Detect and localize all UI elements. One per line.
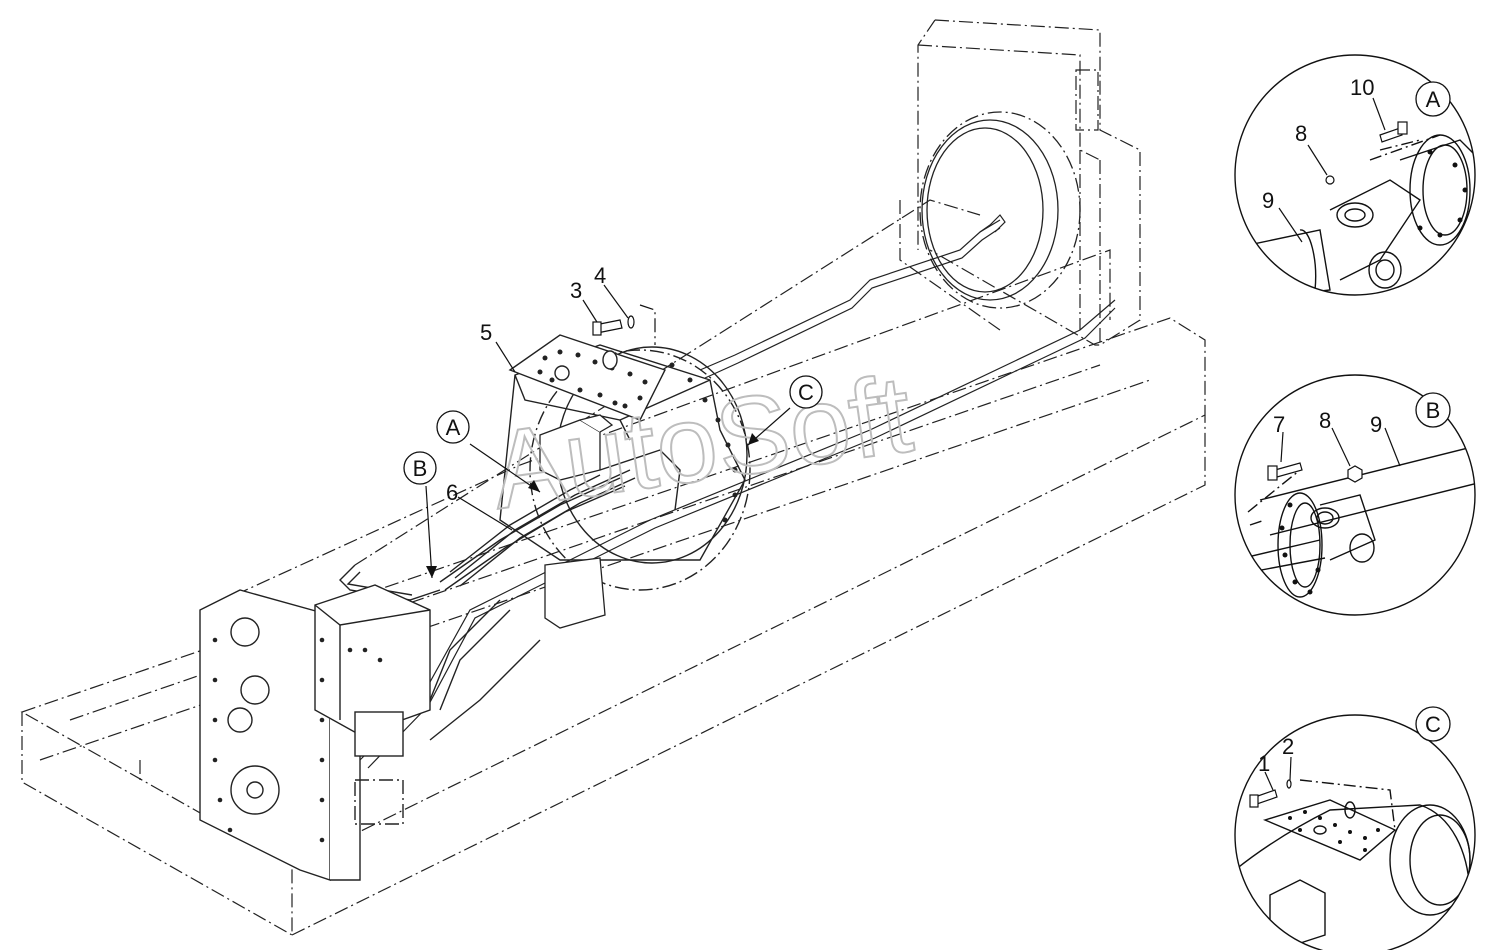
circle-letter-a-main: A — [436, 410, 470, 444]
top-cover-plate — [508, 334, 666, 421]
detail-b-letter: B — [1426, 398, 1441, 423]
callout-5: 5 — [480, 320, 492, 345]
pto-gearbox — [199, 584, 431, 881]
circle-letter-c-main: C — [789, 375, 823, 409]
callout-arrowheads — [426, 433, 759, 578]
transmission-housing — [499, 344, 751, 591]
callout-7: 7 — [1273, 412, 1285, 437]
radiator-fan-shroud — [919, 111, 1081, 309]
callout-4: 4 — [594, 263, 606, 288]
callout-6: 6 — [446, 480, 458, 505]
base-frame — [20, 199, 1206, 937]
hydraulic-pump — [539, 414, 614, 629]
hydraulic-hoses — [339, 449, 681, 741]
callout-1: 1 — [1258, 751, 1270, 776]
svg-text:B: B — [413, 456, 428, 481]
detail-view-c: C 1 2 — [1234, 706, 1476, 950]
circle-letter-b-main: B — [403, 451, 437, 485]
detail-c-letter: C — [1425, 712, 1441, 737]
detail-view-a: A 10 8 9 — [1234, 54, 1476, 296]
callout-8-detail-b: 8 — [1319, 408, 1331, 433]
detail-view-b: B 7 8 9 — [1234, 374, 1476, 616]
callout-9-detail-a: 9 — [1262, 188, 1274, 213]
callout-3: 3 — [570, 278, 582, 303]
callout-8-detail-a: 8 — [1295, 121, 1307, 146]
detail-a-letter: A — [1426, 87, 1441, 112]
pto-bolts — [212, 637, 383, 843]
callout-2: 2 — [1282, 734, 1294, 759]
bolt-ring — [669, 362, 738, 523]
bolt-and-washer-3-4 — [592, 304, 656, 345]
radiator — [917, 19, 1141, 346]
svg-text:C: C — [798, 380, 814, 405]
svg-text:A: A — [446, 415, 461, 440]
callout-10: 10 — [1350, 75, 1374, 100]
callout-9-detail-b: 9 — [1370, 412, 1382, 437]
